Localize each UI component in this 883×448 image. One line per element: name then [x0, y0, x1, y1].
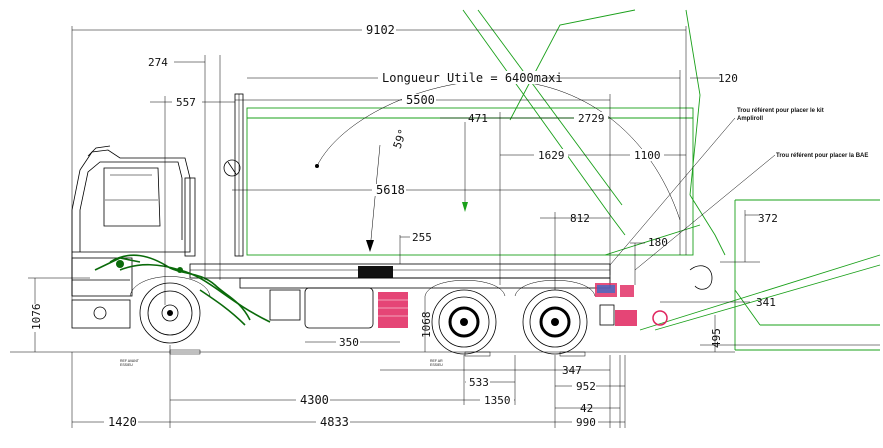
svg-text:REF AVANT: REF AVANT: [120, 359, 140, 363]
note-kit-hole-line1: Trou référent pour placer le kit: [737, 108, 824, 114]
dim-1350: 1350: [484, 394, 511, 407]
dim-255: 255: [412, 231, 432, 244]
svg-text:REF AR: REF AR: [430, 359, 443, 363]
note-kit-hole-line2: Ampliroll: [737, 116, 763, 122]
dim-5500: 5500: [406, 93, 435, 107]
dim-overall-length: 9102: [366, 23, 395, 37]
hooklift-body-outline: [246, 9, 881, 351]
dim-1068: 1068: [420, 312, 433, 339]
dim-180: 180: [648, 236, 668, 249]
dim-341: 341: [756, 296, 776, 309]
dimension-labels: 9102 274 Longueur Utile = 6400maxi 120 5…: [29, 23, 778, 429]
dim-990: 990: [576, 416, 596, 429]
dim-4833: 4833: [320, 415, 349, 429]
dim-812: 812: [570, 212, 590, 225]
dim-1076: 1076: [30, 304, 43, 331]
dim-533: 533: [469, 376, 489, 389]
svg-text:ESSIEU: ESSIEU: [430, 363, 443, 367]
dim-347: 347: [562, 364, 582, 377]
dim-557: 557: [176, 96, 196, 109]
dim-5618: 5618: [376, 183, 405, 197]
svg-text:ESSIEU: ESSIEU: [120, 363, 133, 367]
wheels: [129, 276, 596, 355]
rear-wheel-2: [522, 289, 588, 355]
front-wheel: [139, 282, 201, 344]
label-angle: 59°: [391, 127, 410, 150]
note-bae-hole: Trou référent pour placer la BAE: [776, 153, 868, 159]
dim-2729: 2729: [578, 112, 605, 125]
truck-cab: [71, 145, 196, 329]
dim-350: 350: [339, 336, 359, 349]
dim-471: 471: [468, 112, 488, 125]
ground-lines: REF AVANT ESSIEU REF AR ESSIEU: [10, 344, 880, 367]
dim-1420: 1420: [108, 415, 137, 429]
dim-274: 274: [148, 56, 168, 69]
dim-42: 42: [580, 402, 593, 415]
dim-120: 120: [718, 72, 738, 85]
dim-952: 952: [576, 380, 596, 393]
dim-1629: 1629: [538, 149, 565, 162]
dim-372: 372: [758, 212, 778, 225]
rear-wheel-1: [431, 289, 497, 355]
hydraulic-hoses: [94, 254, 271, 326]
dim-4300: 4300: [300, 393, 329, 407]
dimension-lines: [28, 26, 776, 428]
chassis-frame: [189, 93, 668, 329]
annotation-notes: Trou référent pour placer le kit Ampliro…: [737, 108, 868, 159]
dim-495: 495: [710, 328, 723, 348]
label-longueur-utile: Longueur Utile = 6400maxi: [382, 71, 563, 85]
dim-1100: 1100: [634, 149, 661, 162]
